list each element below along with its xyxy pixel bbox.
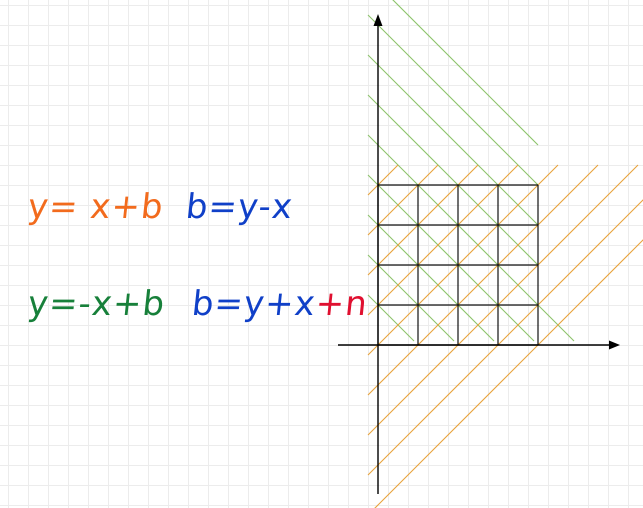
green-diagonal-line (367, 254, 455, 342)
blue-equation-bottom: b=y+x+n (189, 284, 370, 324)
orange-diagonal-line (367, 164, 439, 236)
green-diagonal-line (367, 214, 495, 342)
blue-equation-top: b=y-x (183, 187, 296, 227)
orange-diagonal-lines (367, 164, 643, 508)
y-axis-arrow (373, 14, 383, 26)
green-diagonal-line (367, 294, 415, 342)
axes (338, 14, 620, 494)
orange-diagonal-line (367, 164, 479, 276)
orange-diagonal-line (367, 164, 599, 396)
orange-diagonal-line (367, 164, 519, 316)
green-diagonal-line (367, 54, 539, 226)
green-diagonal-lines (367, 0, 575, 342)
green-diagonal-line (367, 14, 539, 186)
green-diagonal-line (367, 134, 575, 342)
orange-diagonal-line (367, 164, 559, 356)
orange-diagonal-line (374, 239, 643, 508)
green-diagonal-line (367, 94, 539, 266)
green-equation: y=-x+b (25, 284, 168, 324)
x-axis-arrow (609, 340, 620, 350)
orange-diagonal-line (367, 199, 643, 476)
blue-equation-main: b=y+x (189, 284, 318, 324)
orange-diagonal-line (367, 164, 639, 436)
orange-equation: y= x+b (25, 187, 166, 227)
green-diagonal-line (392, 0, 539, 146)
green-diagonal-line (367, 174, 535, 342)
orange-diagonal-line (367, 164, 399, 196)
red-n-suffix: +n (313, 284, 370, 324)
